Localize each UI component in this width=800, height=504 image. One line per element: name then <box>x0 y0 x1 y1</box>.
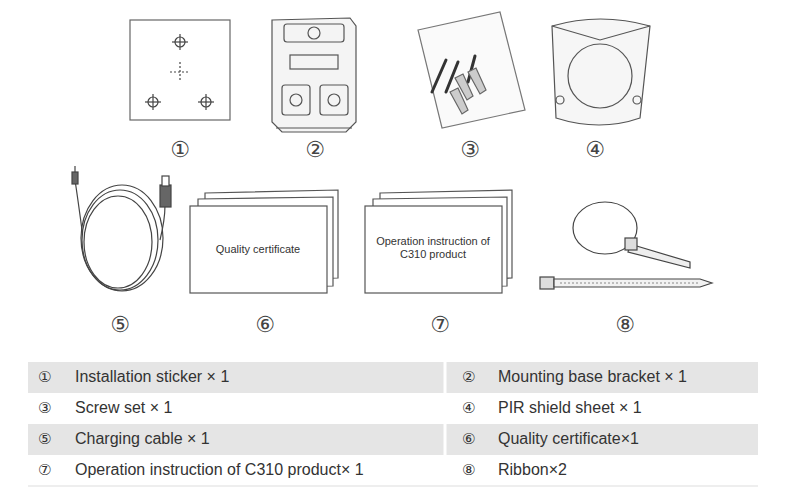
table-number: ④ <box>462 399 475 416</box>
table-cell: Quality certificate×1 <box>498 430 639 448</box>
table-cell: Mounting base bracket × 1 <box>498 368 687 386</box>
callout-number: ⑦ <box>430 312 450 337</box>
table-number: ⑥ <box>462 430 475 447</box>
table-cell: Screw set × 1 <box>75 399 172 417</box>
table-cell: Operation instruction of C310 product× 1 <box>75 461 364 479</box>
table-number: ⑤ <box>38 430 51 447</box>
callout-number: ① <box>170 137 190 162</box>
table-number: ① <box>38 368 51 385</box>
table-cell: Ribbon×2 <box>498 461 567 479</box>
callout-number: ④ <box>585 137 605 162</box>
callout-number: ⑥ <box>255 312 275 337</box>
callout-number: ② <box>305 137 325 162</box>
table-cell: Charging cable × 1 <box>75 430 210 448</box>
booklet-text: Operation instruction of C310 product <box>371 235 496 260</box>
callout-number: ⑤ <box>110 312 130 337</box>
table-number: ⑦ <box>38 461 51 478</box>
table-number: ③ <box>38 399 51 416</box>
table-number: ⑧ <box>462 461 475 478</box>
table-number: ② <box>462 368 475 385</box>
callout-number: ⑧ <box>615 312 635 337</box>
table-cell: PIR shield sheet × 1 <box>498 399 642 417</box>
table-cell: Installation sticker × 1 <box>75 368 229 386</box>
callout-number: ③ <box>460 137 480 162</box>
booklet-text: Quality certificate <box>216 243 300 256</box>
